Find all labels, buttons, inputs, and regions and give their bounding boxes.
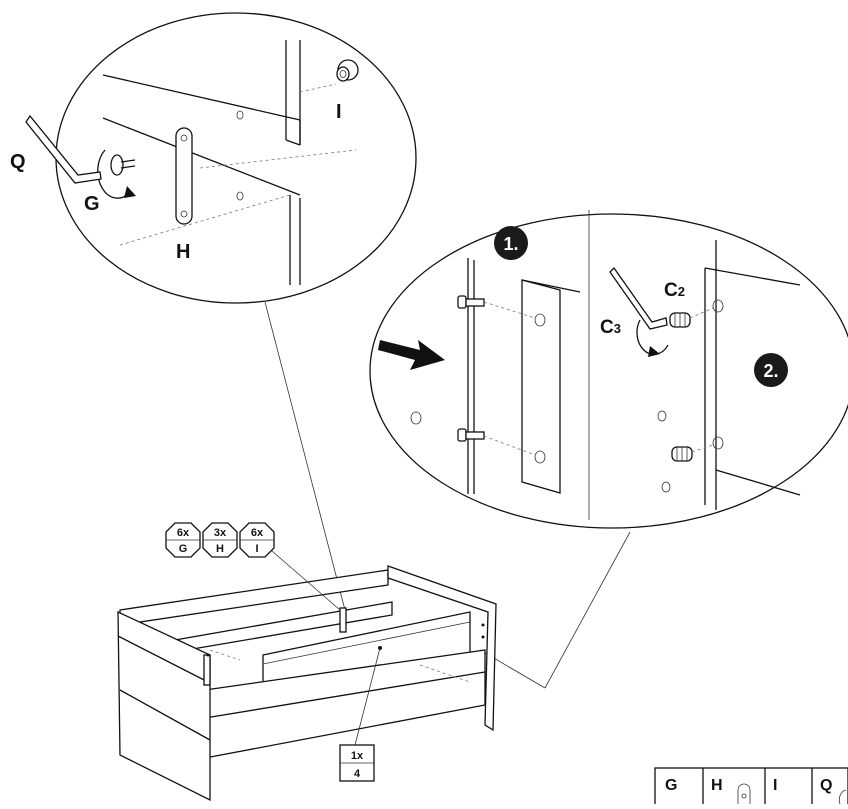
parts-legend-strip: G H I Q: [654, 767, 848, 809]
connector-plate-h: [175, 127, 193, 225]
screw-g: [97, 149, 136, 199]
bolt-upper: [457, 295, 485, 309]
parts-badges: 6x G 3x H 6x I: [165, 522, 275, 558]
badge-i-qty: 6x: [251, 527, 264, 539]
callout-right-detail: 1.: [369, 210, 848, 529]
count-box-qty: 1x: [351, 750, 364, 762]
legend-g: G: [665, 777, 677, 794]
legend-h: H: [711, 777, 723, 794]
callout-top-detail: Q G H I: [10, 12, 417, 304]
badge-h-part: H: [216, 543, 224, 555]
badge-h-qty: 3x: [214, 527, 227, 539]
leader-badges: [264, 544, 341, 611]
leader-count: [354, 647, 381, 746]
legend-h-plate-icon: [737, 783, 751, 804]
step-1-badge: 1.: [494, 226, 528, 260]
legend-i: I: [773, 777, 777, 794]
badge-g-part: G: [179, 543, 188, 555]
label-i: I: [336, 101, 342, 123]
label-q: Q: [10, 151, 26, 173]
bed-frame-assembly: [117, 565, 497, 802]
leader-top: [264, 301, 346, 611]
label-h: H: [176, 241, 190, 263]
cam-nut-c2-icon: [669, 312, 691, 328]
step-2-number: 2.: [763, 361, 778, 381]
label-c3: C3: [600, 317, 621, 338]
step-2-detail: C2 C3 2.: [600, 240, 801, 510]
direction-arrow-icon: [378, 340, 445, 370]
bolt-i: [336, 59, 359, 82]
badge-g: 6x G: [165, 522, 201, 558]
step-2-badge: 2.: [754, 353, 788, 387]
step-1-detail: 1.: [378, 226, 581, 494]
badge-i: 6x I: [239, 522, 275, 558]
hex-key-c3-icon: [609, 266, 668, 330]
count-box-value: 4: [354, 768, 361, 780]
leader-right-1: [544, 531, 631, 689]
label-c2: C2: [664, 280, 685, 301]
badge-h: 3x H: [202, 522, 238, 558]
hex-key-q-icon: [25, 114, 102, 184]
cam-nut-lower-icon: [671, 446, 693, 462]
count-box: 1x 4: [339, 744, 375, 782]
badge-i-part: I: [255, 543, 258, 555]
bolt-lower: [457, 428, 485, 442]
step-1-number: 1.: [503, 234, 518, 254]
label-g: G: [84, 193, 100, 215]
legend-q: Q: [820, 777, 832, 794]
badge-g-qty: 6x: [177, 527, 190, 539]
